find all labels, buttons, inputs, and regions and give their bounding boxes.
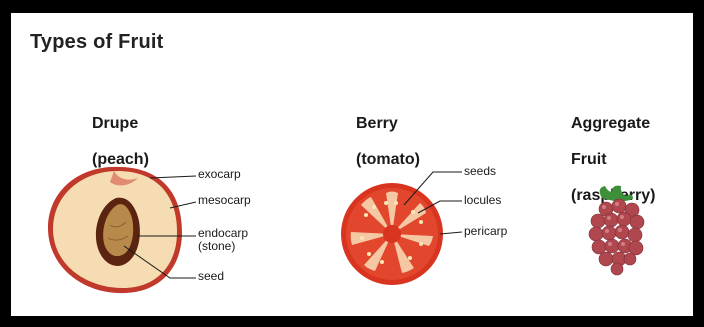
seed-label: seed: [198, 270, 224, 283]
seeds-label: seeds: [464, 165, 496, 178]
stone-label: (stone): [198, 240, 235, 253]
tomato-illustration: [341, 183, 443, 285]
locules-label: locules: [464, 194, 501, 207]
mesocarp-label: mesocarp: [198, 194, 251, 207]
exocarp-leader: [150, 176, 196, 178]
raspberry-drupelets: [589, 199, 644, 275]
raspberry-leaf: [600, 186, 633, 202]
exocarp-label: exocarp: [198, 168, 241, 181]
tomato-core: [383, 225, 401, 243]
peach-illustration: [48, 167, 182, 293]
pericarp-label: pericarp: [464, 225, 507, 238]
raspberry-illustration: [589, 186, 644, 275]
pericarp-leader: [440, 232, 462, 234]
